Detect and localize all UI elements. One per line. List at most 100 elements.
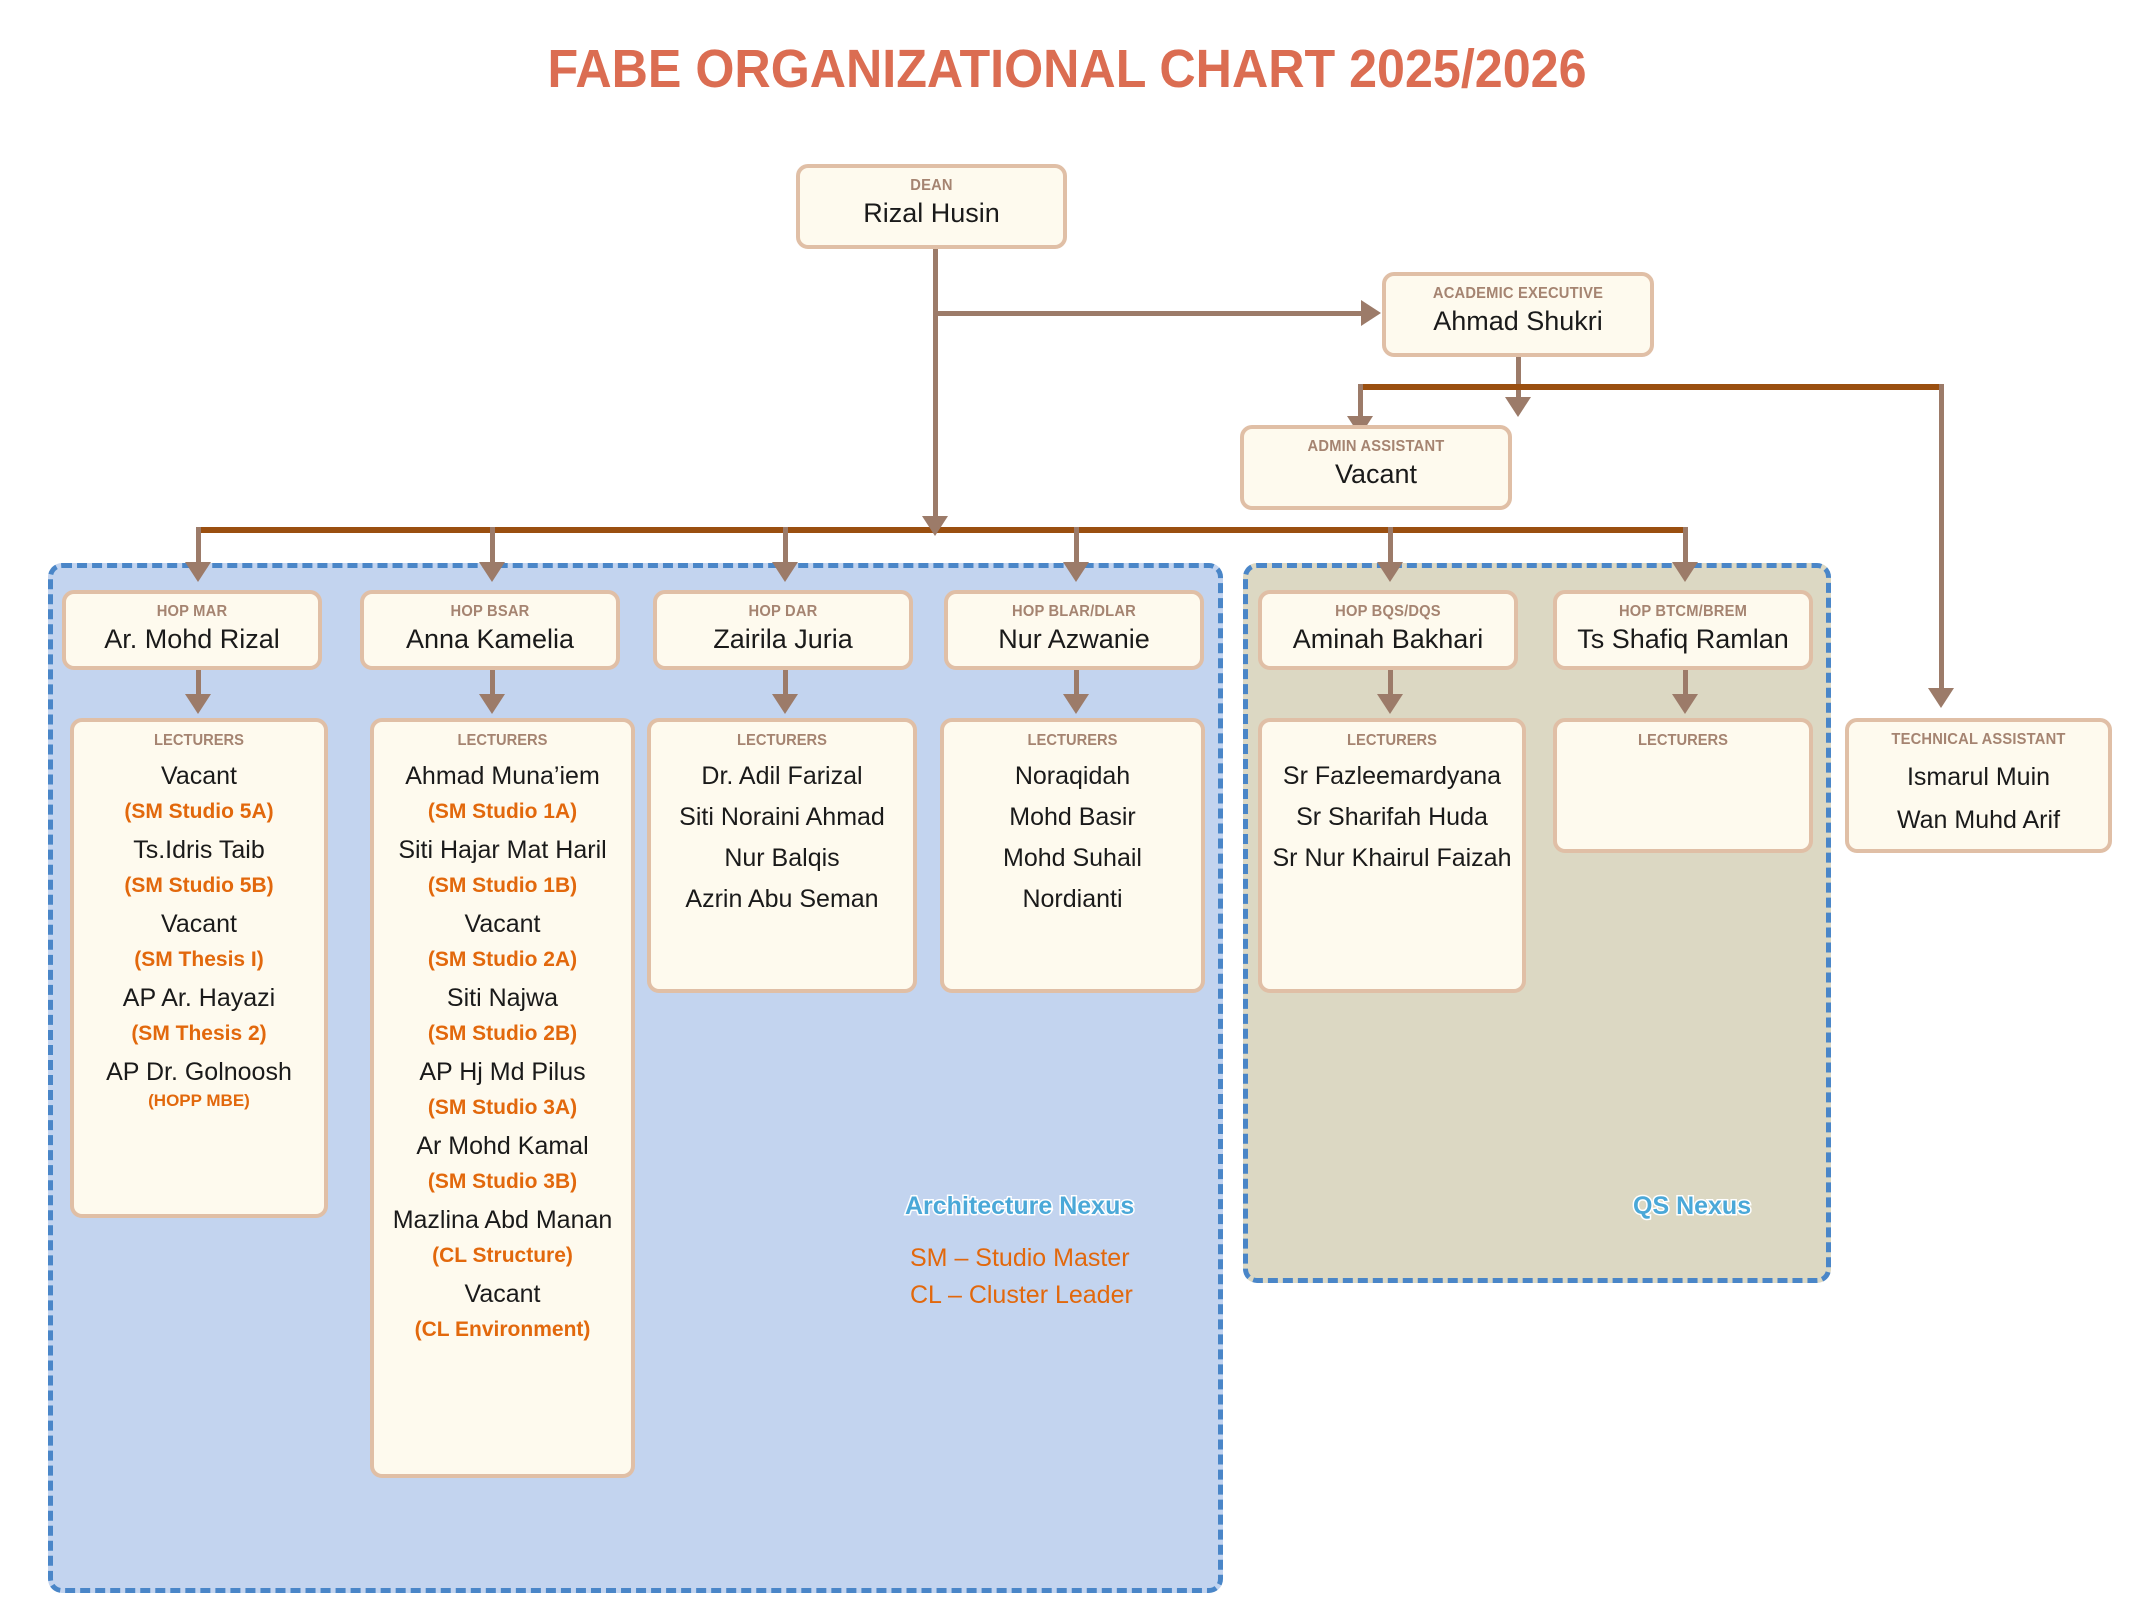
node-hop-mar[interactable]: HOP MAR Ar. Mohd Rizal [62, 590, 322, 670]
technical-assistant-person-2: Wan Muhd Arif [1896, 806, 2061, 834]
lecturer-role-tag: (SM Studio 1A) [427, 800, 578, 823]
arrow-hop-bsar [479, 562, 505, 582]
connector-dean-to-bus [933, 311, 938, 526]
lecturer-name: Vacant [464, 910, 541, 938]
architecture-nexus-label-text: Architecture Nexus [903, 1191, 1135, 1222]
lecturer-name: Vacant [161, 910, 237, 938]
hop-btcm-person-name: Ts Shafiq Ramlan [1577, 624, 1789, 654]
lecturers-header-bsar: LECTURERS [457, 732, 548, 749]
lecturer-name: Mazlina Abd Manan [392, 1206, 613, 1234]
connector-bus-hop-btcm [1683, 527, 1688, 577]
connector-bus-to-admin [1358, 384, 1363, 436]
arrow-lect-dar [772, 694, 798, 714]
page-title: FABE ORGANIZATIONAL CHART 2025/2026 [547, 39, 1587, 99]
lecturer-name: Mohd Suhail [1003, 844, 1142, 872]
arrow-acadexec-down [1505, 397, 1531, 417]
node-hop-bsar[interactable]: HOP BSAR Anna Kamelia [360, 590, 620, 670]
hop-mar-person-name: Ar. Mohd Rizal [104, 624, 280, 654]
lecturer-role-tag: (SM Thesis 2) [131, 1022, 267, 1045]
lecturer-name: Ar Mohd Kamal [416, 1132, 589, 1160]
hop-btcm-role-label: HOP BTCM/BREM [1618, 603, 1748, 620]
lecturer-name: AP Ar. Hayazi [122, 984, 276, 1012]
hop-bsar-person-name: Anna Kamelia [405, 624, 575, 654]
legend: SM – Studio Master CL – Cluster Leader [910, 1240, 1133, 1314]
connector-bus-hop-mar [196, 527, 201, 577]
arrow-to-technical-assistant [1928, 688, 1954, 708]
hop-bsar-role-label: HOP BSAR [450, 603, 530, 620]
lecturers-bsar[interactable]: LECTURERS Ahmad Muna’iem (SM Studio 1A) Sit… [370, 718, 635, 1478]
hop-blar-role-label: HOP BLAR/DLAR [1012, 603, 1136, 620]
node-hop-bqs[interactable]: HOP BQS/DQS Aminah Bakhari [1258, 590, 1518, 670]
lecturer-name: Mohd Basir [1009, 803, 1136, 831]
connector-hopmar-to-lecturers [196, 670, 201, 700]
node-hop-blar[interactable]: HOP BLAR/DLAR Nur Azwanie [944, 590, 1204, 670]
technical-assistant-person-1: Ismarul Muin [1906, 763, 2051, 791]
arrow-lect-btcm [1672, 694, 1698, 714]
dean-person-name: Rizal Husin [863, 198, 1000, 228]
lecturer-name: Noraqidah [1014, 762, 1131, 790]
technical-assistant-role-label: TECHNICAL ASSISTANT [1891, 731, 2066, 748]
connector-exec-bus [1358, 384, 1944, 390]
dean-role-label: DEAN [910, 177, 953, 194]
hop-dar-role-label: HOP DAR [748, 603, 818, 620]
lecturers-btcm[interactable]: LECTURERS [1553, 718, 1813, 853]
lecturer-role-tag: (SM Studio 2B) [427, 1022, 578, 1045]
lecturers-header-blar: LECTURERS [1027, 732, 1118, 749]
qs-nexus-label-text: QS Nexus [1631, 1191, 1752, 1222]
node-hop-dar[interactable]: HOP DAR Zairila Juria [653, 590, 913, 670]
academic-executive-role-label: ACADEMIC EXECUTIVE [1432, 285, 1604, 302]
admin-assistant-role-label: ADMIN ASSISTANT [1307, 438, 1445, 455]
lecturer-role-tag: (SM Studio 1B) [427, 874, 578, 897]
hop-mar-role-label: HOP MAR [156, 603, 228, 620]
arrow-hop-bqs [1377, 562, 1403, 582]
lecturer-name: Siti Hajar Mat Haril [398, 836, 607, 864]
arrow-lect-blar [1063, 694, 1089, 714]
connector-hopbqs-to-lecturers [1388, 670, 1393, 700]
lecturer-role-tag: (CL Structure) [432, 1244, 573, 1267]
lecturers-mar[interactable]: LECTURERS Vacant (SM Studio 5A) Ts.Idris Ta… [70, 718, 328, 1218]
connector-hopblar-to-lecturers [1074, 670, 1079, 700]
academic-executive-person-name: Ahmad Shukri [1433, 306, 1603, 336]
lecturer-role-tag: (SM Studio 2A) [427, 948, 578, 971]
lecturer-name: Ahmad Muna’iem [405, 762, 600, 790]
architecture-nexus-label: Architecture Nexus [903, 1191, 1135, 1222]
lecturer-name: Ts.Idris Taib [133, 836, 265, 864]
arrow-hop-blar [1063, 562, 1089, 582]
connector-bus-to-techassist [1939, 384, 1944, 694]
lecturer-role-tag: (SM Studio 3A) [427, 1096, 578, 1119]
node-admin-assistant[interactable]: ADMIN ASSISTANT Vacant [1240, 425, 1512, 510]
node-hop-btcm[interactable]: HOP BTCM/BREM Ts Shafiq Ramlan [1553, 590, 1813, 670]
lecturer-name: Nur Balqis [724, 844, 840, 872]
connector-bus-hop-blar [1074, 527, 1079, 577]
lecturer-role-tag: (SM Studio 5A) [124, 800, 274, 823]
hop-bqs-role-label: HOP BQS/DQS [1335, 603, 1441, 620]
node-academic-executive[interactable]: ACADEMIC EXECUTIVE Ahmad Shukri [1382, 272, 1654, 357]
connector-bus-hop-dar [783, 527, 788, 577]
lecturer-role-tag: (SM Studio 5B) [124, 874, 274, 897]
arrow-dean-to-bus [922, 516, 948, 536]
admin-assistant-person-name: Vacant [1334, 459, 1418, 489]
lecturer-name: Vacant [464, 1280, 541, 1308]
legend-line-sm: SM – Studio Master [910, 1244, 1130, 1272]
lecturer-name: Siti Najwa [446, 984, 559, 1012]
lecturer-name: Sr Fazleemardyana [1282, 762, 1502, 790]
lecturer-name: AP Hj Md Pilus [419, 1058, 586, 1086]
arrow-lect-bqs [1377, 694, 1403, 714]
connector-dean-down [933, 249, 938, 314]
lecturers-header-btcm: LECTURERS [1638, 732, 1728, 749]
legend-line-cl: CL – Cluster Leader [910, 1281, 1133, 1309]
arrow-hop-mar [185, 562, 211, 582]
node-technical-assistant[interactable]: TECHNICAL ASSISTANT Ismarul Muin Wan Muh… [1845, 718, 2112, 853]
lecturer-role-tag: (SM Thesis I) [134, 948, 264, 971]
hop-blar-person-name: Nur Azwanie [998, 624, 1150, 654]
lecturer-name: Azrin Abu Seman [685, 885, 879, 913]
lecturers-header-mar: LECTURERS [154, 732, 244, 749]
lecturer-name: AP Dr. Golnoosh [106, 1058, 292, 1086]
node-dean[interactable]: DEAN Rizal Husin [796, 164, 1067, 249]
connector-dean-to-acadexec [933, 311, 1363, 316]
arrow-hop-dar [772, 562, 798, 582]
connector-acadexec-down [1516, 357, 1521, 407]
